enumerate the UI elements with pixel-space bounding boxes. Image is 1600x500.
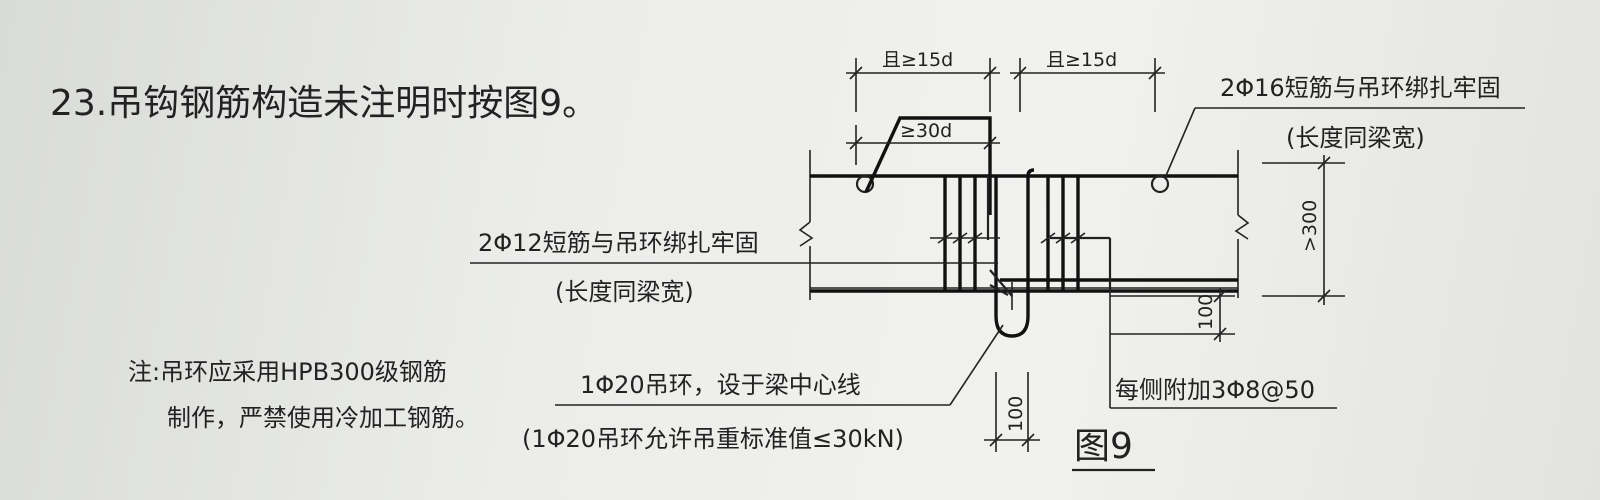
lifting-ring [986,168,1035,338]
label-ring: 1Φ20吊环，设于梁中心线 [580,371,861,399]
leader-stirrups [1109,292,1337,409]
short-bar-12 [989,284,1009,296]
note-line-1: 注:吊环应采用HPB300级钢筋 [128,358,447,386]
label-bar12-length: (长度同梁宽) [555,278,694,306]
dim-label-300: >300 [1299,200,1321,252]
leader-ring [555,324,1004,406]
dim-label-100-right: 100 [1195,294,1217,330]
leader-bar16 [1164,107,1525,179]
dim-300 [1262,155,1345,305]
bottom-longitudinal-bars [810,278,1238,293]
label-ring-load: (1Φ20吊环允许吊重标准值≤30kN) [522,425,904,453]
dim-label-right-15d: 且≥15d [1046,49,1117,71]
label-bar12: 2Φ12短筋与吊环绑扎牢固 [478,229,759,257]
stirrups-left [943,176,977,292]
label-bar16-length: (长度同梁宽) [1286,124,1425,152]
stirrups-right [1046,176,1112,292]
dim-label-left-15d: 且≥15d [882,49,953,71]
stirrup-tick-marks [930,232,1086,244]
dim-label-30d: ≥30d [900,120,952,142]
top-dimensions [846,58,1165,165]
section-title: 23.吊钩钢筋构造未注明时按图9。 [50,83,598,124]
dim-100-right [1110,288,1235,342]
dim-label-100-bottom: 100 [1005,396,1027,432]
short-bar-16-left [855,116,992,215]
label-stirrups: 每侧附加3Φ8@50 [1115,376,1315,404]
dim-100-bottom [984,372,1040,452]
note-line-2: 制作，严禁使用冷加工钢筋。 [167,404,479,432]
figure-label: 图9 [1074,426,1133,467]
beam-outline [798,150,1250,300]
label-bar16: 2Φ16短筋与吊环绑扎牢固 [1220,74,1501,102]
short-bar-16-right [1150,174,1170,194]
